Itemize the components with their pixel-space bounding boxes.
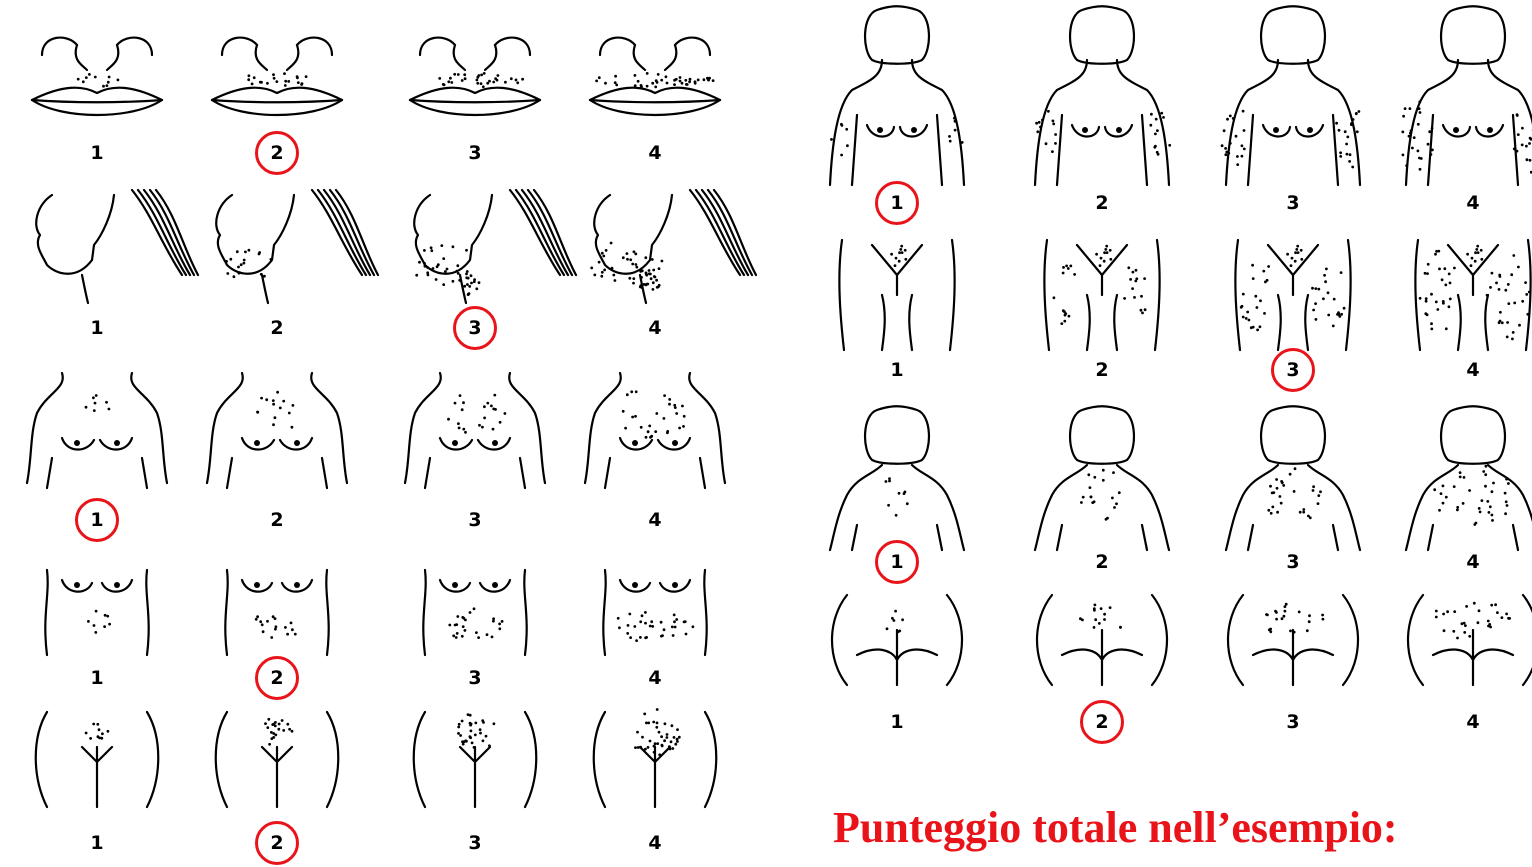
lower-back-score-label: 3	[1273, 711, 1313, 733]
thigh-score-label: 2	[1082, 359, 1122, 381]
chin-selected-circle	[453, 306, 497, 350]
chest-score-label: 4	[635, 509, 675, 531]
lower-abdomen-level-3-illustration	[400, 707, 550, 812]
thigh-level-2-illustration	[1027, 235, 1177, 355]
lower-abdomen-level-1-illustration	[22, 707, 172, 812]
upper-back-level-1-illustration	[822, 405, 972, 555]
upper-back-level-2-illustration	[1027, 405, 1177, 555]
upper-abdomen-score-label: 3	[455, 667, 495, 689]
upper-lip-score-label: 4	[635, 142, 675, 164]
lower-abdomen-score-label: 1	[77, 832, 117, 854]
upper-lip-level-3-illustration	[400, 25, 550, 125]
lower-abdomen-selected-circle	[255, 821, 299, 865]
lower-abdomen-level-4-illustration	[580, 707, 730, 812]
upper-abdomen-selected-circle	[255, 656, 299, 700]
upper-abdomen-level-4-illustration	[580, 565, 730, 665]
upper-back-score-label: 3	[1273, 551, 1313, 573]
upper-back-level-4-illustration	[1398, 405, 1532, 555]
thigh-level-4-illustration	[1398, 235, 1532, 355]
lower-back-score-label: 4	[1453, 711, 1493, 733]
chin-score-label: 2	[257, 317, 297, 339]
lower-abdomen-level-2-illustration	[202, 707, 352, 812]
upper-lip-score-label: 3	[455, 142, 495, 164]
upper-arm-score-label: 2	[1082, 192, 1122, 214]
thigh-score-label: 4	[1453, 359, 1493, 381]
upper-abdomen-level-2-illustration	[202, 565, 352, 665]
chest-score-label: 3	[455, 509, 495, 531]
upper-arm-level-1-illustration	[822, 5, 972, 195]
chest-score-label: 2	[257, 509, 297, 531]
upper-abdomen-score-label: 4	[635, 667, 675, 689]
total-score-caption: Punteggio totale nell’esempio:	[833, 802, 1398, 853]
lower-back-score-label: 1	[877, 711, 917, 733]
lower-back-selected-circle	[1080, 700, 1124, 744]
chin-level-4-illustration	[580, 185, 730, 300]
upper-lip-score-label: 1	[77, 142, 117, 164]
upper-back-score-label: 4	[1453, 551, 1493, 573]
upper-arm-score-label: 3	[1273, 192, 1313, 214]
thigh-selected-circle	[1271, 348, 1315, 392]
chin-level-1-illustration	[22, 185, 172, 300]
upper-abdomen-score-label: 1	[77, 667, 117, 689]
upper-back-score-label: 2	[1082, 551, 1122, 573]
chin-score-label: 1	[77, 317, 117, 339]
upper-arm-level-4-illustration	[1398, 5, 1532, 195]
thigh-score-label: 1	[877, 359, 917, 381]
lower-back-level-4-illustration	[1398, 590, 1532, 690]
upper-lip-level-1-illustration	[22, 25, 172, 125]
upper-lip-level-4-illustration	[580, 25, 730, 125]
lower-abdomen-score-label: 3	[455, 832, 495, 854]
upper-back-level-3-illustration	[1218, 405, 1368, 555]
chest-level-3-illustration	[400, 358, 550, 488]
chest-selected-circle	[75, 498, 119, 542]
thigh-level-1-illustration	[822, 235, 972, 355]
chin-score-label: 4	[635, 317, 675, 339]
chest-level-2-illustration	[202, 358, 352, 488]
upper-arm-level-2-illustration	[1027, 5, 1177, 195]
upper-abdomen-level-3-illustration	[400, 565, 550, 665]
thigh-level-3-illustration	[1218, 235, 1368, 355]
upper-lip-selected-circle	[255, 131, 299, 175]
chest-level-4-illustration	[580, 358, 730, 488]
upper-abdomen-level-1-illustration	[22, 565, 172, 665]
lower-back-level-2-illustration	[1027, 590, 1177, 690]
lower-abdomen-score-label: 4	[635, 832, 675, 854]
chin-level-2-illustration	[202, 185, 352, 300]
lower-back-level-1-illustration	[822, 590, 972, 690]
upper-arm-score-label: 4	[1453, 192, 1493, 214]
upper-arm-level-3-illustration	[1218, 5, 1368, 195]
chin-level-3-illustration	[400, 185, 550, 300]
upper-back-selected-circle	[875, 540, 919, 584]
upper-arm-selected-circle	[875, 181, 919, 225]
chest-level-1-illustration	[22, 358, 172, 488]
upper-lip-level-2-illustration	[202, 25, 352, 125]
lower-back-level-3-illustration	[1218, 590, 1368, 690]
